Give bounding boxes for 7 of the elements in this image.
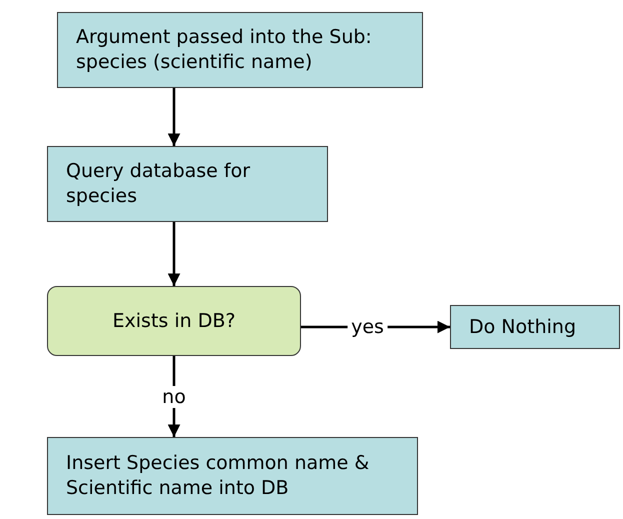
decision-box: Exists in DB? bbox=[47, 286, 301, 356]
arrow bbox=[168, 88, 180, 146]
arrow bbox=[168, 222, 180, 286]
process-box: Do Nothing bbox=[450, 305, 620, 349]
process-box: Insert Species common name & Scientific name into DB bbox=[47, 437, 418, 515]
process-box: Argument passed into the Sub: species (scientific name) bbox=[57, 12, 423, 88]
process-box: Query database for species bbox=[47, 146, 328, 222]
